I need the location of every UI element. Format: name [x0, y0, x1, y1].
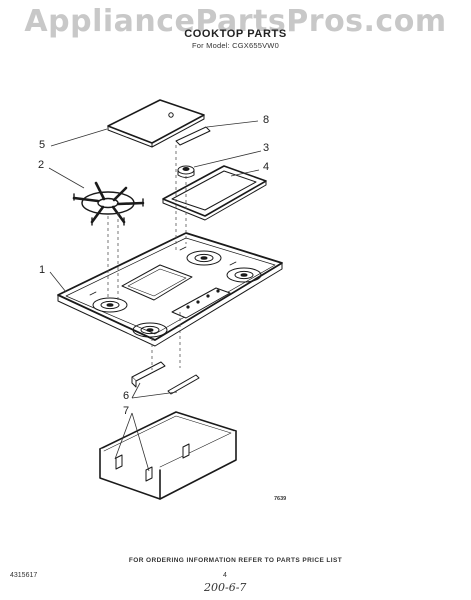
callout-6: 6	[122, 390, 130, 402]
callout-5: 5	[38, 139, 46, 151]
part-2-grate	[72, 181, 145, 226]
page-title: COOKTOP PARTS	[184, 28, 287, 40]
document-number: 4315617	[10, 572, 38, 579]
part-8-strip	[175, 126, 211, 146]
page-number: 4	[223, 572, 227, 579]
watermark: AppliancePartsPros.com	[24, 4, 447, 39]
part-4-frame	[162, 165, 267, 221]
callout-3: 3	[262, 142, 270, 154]
diagram-code: 7639	[274, 496, 287, 502]
callout-7: 7	[122, 405, 130, 417]
part-1-cooktop	[57, 232, 283, 347]
callout-4: 4	[262, 161, 270, 173]
callout-8: 8	[262, 114, 270, 126]
part-3-cap	[177, 165, 195, 178]
ordering-note: FOR ORDERING INFORMATION REFER TO PARTS …	[128, 557, 343, 564]
part-7-box	[99, 411, 237, 500]
model-number: For Model: CGX655VW0	[192, 41, 279, 50]
part-6-brackets	[131, 361, 200, 395]
part-5-cover	[107, 99, 205, 148]
callout-1: 1	[38, 264, 46, 276]
callout-2: 2	[37, 159, 45, 171]
handwritten-note: 200-6-7	[204, 581, 247, 594]
